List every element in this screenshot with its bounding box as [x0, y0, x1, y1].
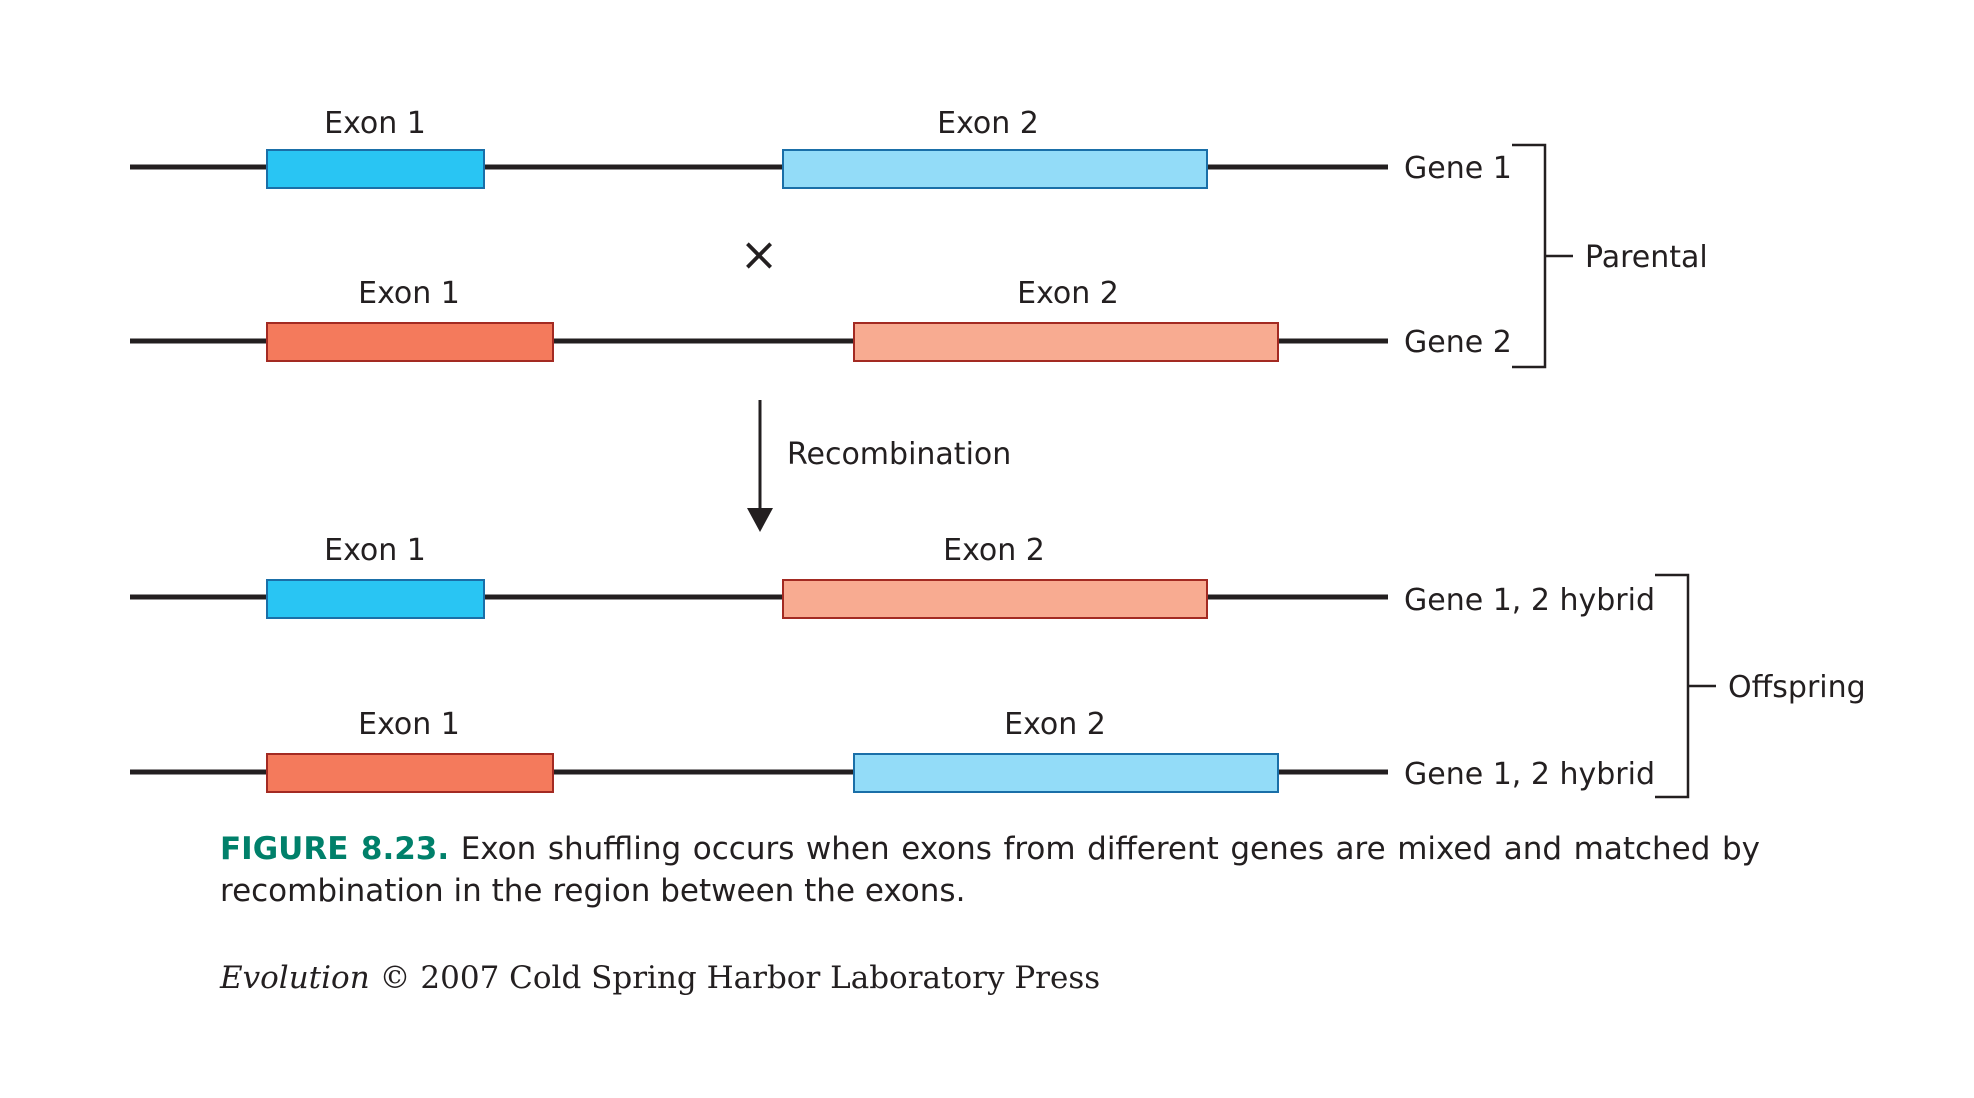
- recombination-arrow: Recombination: [747, 400, 1011, 532]
- credit-line: Evolution © 2007 Cold Spring Harbor Labo…: [220, 960, 1100, 996]
- hybrid-2-exon-2: [853, 753, 1279, 793]
- offspring-label: Offspring: [1728, 670, 1866, 705]
- credit-title: Evolution: [220, 960, 370, 996]
- offspring-bracket: Offspring: [1655, 573, 1866, 799]
- gene-1-exon-1: [266, 149, 485, 189]
- cross-symbol: ×: [740, 227, 779, 281]
- hybrid-1-exon-1: [266, 579, 485, 619]
- figure-number: FIGURE 8.23.: [220, 831, 450, 867]
- gene-1-exon-2-label: Exon 2: [937, 106, 1039, 141]
- credit-rest: © 2007 Cold Spring Harbor Laboratory Pre…: [369, 960, 1101, 996]
- figure-caption: FIGURE 8.23. Exon shuffling occurs when …: [220, 828, 1760, 912]
- gene-2-exon-2-label: Exon 2: [1017, 276, 1119, 311]
- gene-row-1: Exon 1 Exon 2 Gene 1: [130, 106, 1512, 189]
- parental-label: Parental: [1585, 240, 1708, 275]
- hybrid-2-exon-2-label: Exon 2: [1004, 707, 1106, 742]
- hybrid-1-exon-2: [782, 579, 1208, 619]
- gene-1-exon-1-label: Exon 1: [324, 106, 426, 141]
- hybrid-1-label: Gene 1, 2 hybrid: [1404, 583, 1655, 618]
- parental-bracket: Parental: [1512, 143, 1708, 369]
- hybrid-1-exon-1-label: Exon 1: [324, 533, 426, 568]
- gene-row-3: Exon 1 Exon 2 Gene 1, 2 hybrid: [130, 533, 1655, 619]
- gene-2-exon-1-label: Exon 1: [358, 276, 460, 311]
- gene-1-label: Gene 1: [1404, 151, 1512, 186]
- gene-row-2: Exon 1 Exon 2 Gene 2: [130, 276, 1512, 362]
- hybrid-2-exon-1: [266, 753, 554, 793]
- gene-1-exon-2: [782, 149, 1208, 189]
- gene-row-4: Exon 1 Exon 2 Gene 1, 2 hybrid: [130, 707, 1655, 793]
- gene-2-label: Gene 2: [1404, 325, 1512, 360]
- hybrid-2-label: Gene 1, 2 hybrid: [1404, 757, 1655, 792]
- hybrid-1-exon-2-label: Exon 2: [943, 533, 1045, 568]
- recombination-label: Recombination: [787, 437, 1011, 472]
- gene-2-exon-2: [853, 322, 1279, 362]
- hybrid-2-exon-1-label: Exon 1: [358, 707, 460, 742]
- gene-2-exon-1: [266, 322, 554, 362]
- caption-text: Exon shuffling occurs when exons from di…: [220, 831, 1760, 909]
